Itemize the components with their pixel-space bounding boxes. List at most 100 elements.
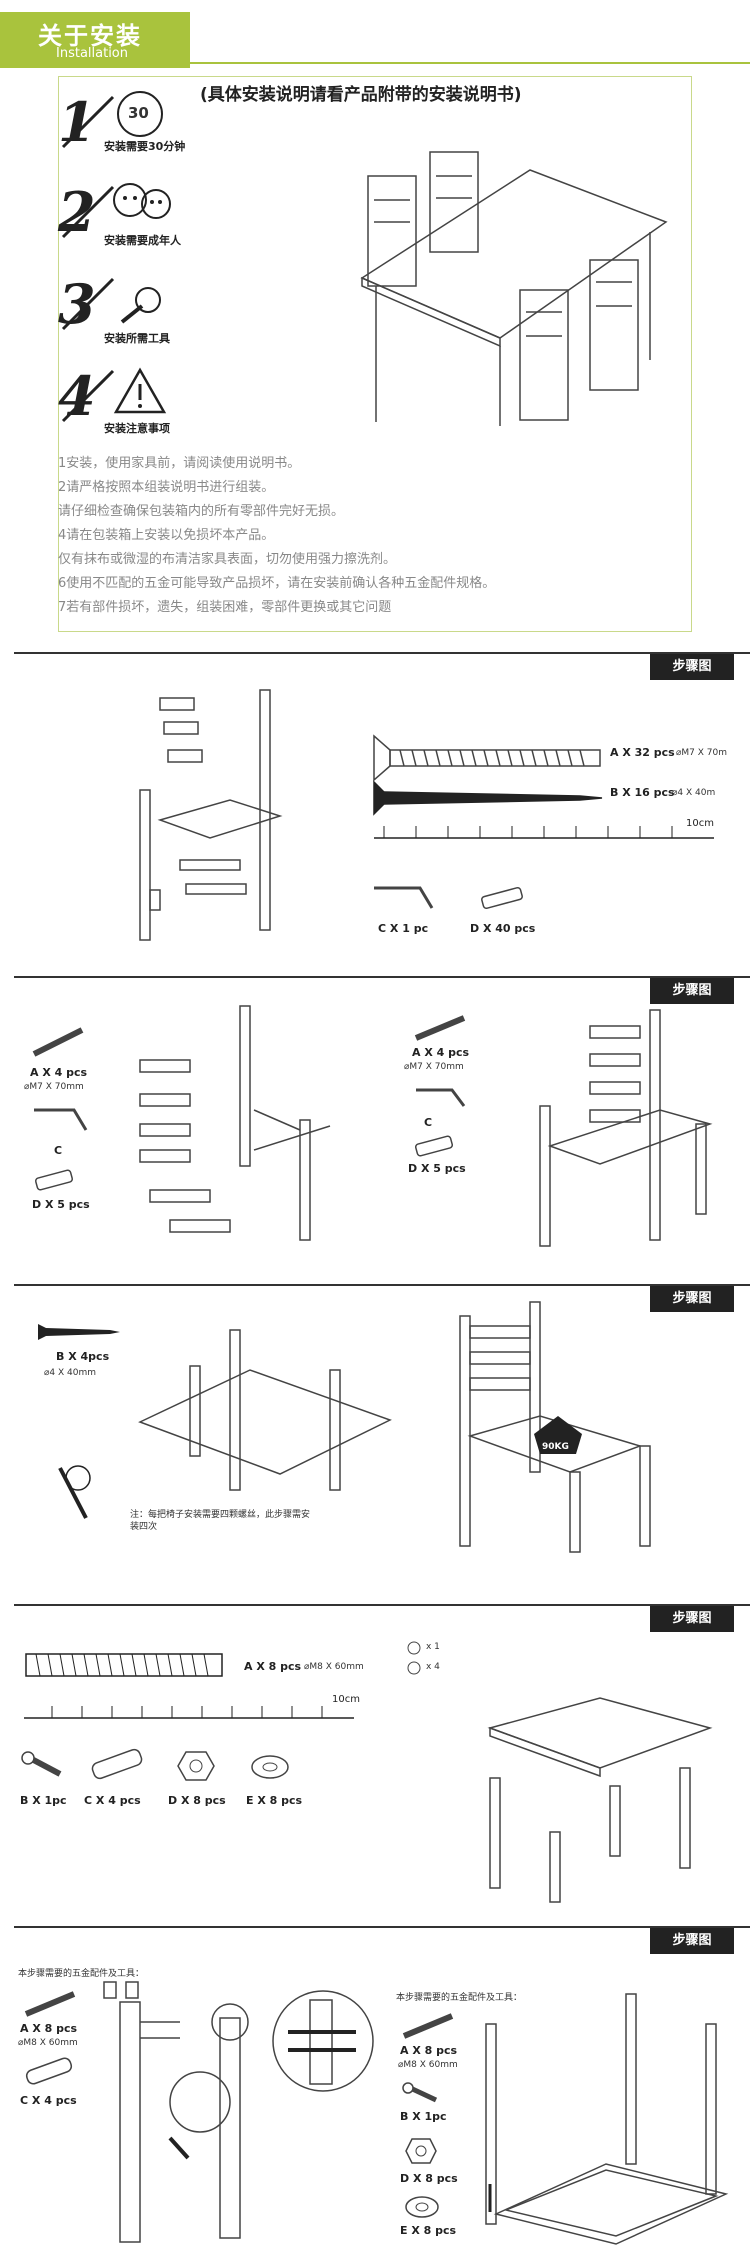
magnified-joint-detail bbox=[272, 1990, 374, 2092]
part-a-spec: ⌀M7 X 70m bbox=[676, 748, 728, 758]
barrel-nut-icon bbox=[91, 1748, 143, 1780]
part-b-qty: B X 16 pcs bbox=[610, 786, 675, 799]
dowel-icon bbox=[34, 1169, 74, 1191]
part-b-spec: ⌀4 X 40mm bbox=[44, 1368, 97, 1378]
table-exploded-diagram bbox=[487, 1697, 713, 1903]
part-a-qty: A X 4 pcs bbox=[30, 1066, 88, 1079]
chair-seat-fix-diagram bbox=[138, 1329, 392, 1491]
intro-title: (具体安装说明请看产品附带的安装说明书) bbox=[200, 85, 522, 105]
screw-b-icon bbox=[38, 1324, 120, 1340]
adults-icon bbox=[113, 183, 171, 219]
screwdriver-icon bbox=[58, 1465, 91, 1519]
part-c-qty: C X 1 pc bbox=[378, 922, 429, 935]
slash-mark-icon bbox=[61, 95, 115, 149]
part-a2-qty: A X 4 pcs bbox=[412, 1046, 470, 1059]
step-note: 本步骤需要的五金配件及工具： bbox=[18, 1969, 145, 1979]
washer-icon bbox=[251, 1755, 289, 1779]
note-line: 6使用不匹配的五金可能导致产品损坏，请在安装前确认各种五金配件规格。 bbox=[58, 576, 496, 591]
part-d-qty: D X 5 pcs bbox=[32, 1198, 90, 1211]
hex-key-icon bbox=[416, 1088, 466, 1107]
washer-icon bbox=[405, 2196, 439, 2218]
note-line: 1安装，使用家具前，请阅读使用说明书。 bbox=[58, 456, 301, 471]
section-rule bbox=[14, 652, 750, 654]
header-tab: 关于安装 Installation bbox=[0, 12, 190, 68]
nut-icon bbox=[405, 2138, 437, 2164]
ruler-drawing bbox=[24, 1706, 354, 1719]
part-d-label: D X 8 pcs bbox=[168, 1794, 226, 1807]
bolt-a-icon bbox=[414, 1015, 466, 1041]
header-title: 关于安装 bbox=[38, 22, 142, 50]
ruler-drawing bbox=[374, 826, 714, 839]
note-line: 4请在包装箱上安装以免损坏本产品。 bbox=[58, 528, 275, 543]
part-d2-qty: D X 5 pcs bbox=[408, 1162, 466, 1175]
part-c2-label: C bbox=[424, 1116, 433, 1129]
assembled-chair-illustration bbox=[459, 1301, 651, 1553]
chair-back-assembly-diagram bbox=[139, 1005, 331, 1241]
steps-tag: 步骤图 bbox=[650, 978, 734, 1004]
note-line: 仅有抹布或微湿的布清洁家具表面，切勿使用强力擦洗剂。 bbox=[58, 552, 397, 567]
barrel-nut-icon bbox=[25, 2057, 73, 2085]
bolt-a-icon bbox=[402, 2013, 454, 2039]
legend-legs-count: x 4 bbox=[426, 1662, 440, 1672]
part-a2-spec: ⌀M7 X 70mm bbox=[404, 1062, 464, 1072]
weight-label: 90KG bbox=[542, 1442, 569, 1452]
part-b2-label: B X 1pc bbox=[400, 2110, 447, 2123]
slash-mark-icon bbox=[61, 277, 115, 331]
part-legend-icons bbox=[407, 1641, 421, 1675]
part-d-qty: D X 40 pcs bbox=[470, 922, 536, 935]
bolt-a-long-drawing bbox=[25, 1653, 223, 1677]
section-rule bbox=[14, 976, 750, 978]
part-d2-label: D X 8 pcs bbox=[400, 2172, 458, 2185]
chair-frame-assembly-diagram bbox=[539, 1009, 713, 1247]
part-e-label: E X 8 pcs bbox=[246, 1794, 303, 1807]
bolt-a-icon bbox=[32, 1027, 84, 1057]
step-caption-3: 安装所需工具 bbox=[104, 332, 170, 345]
tools-icon bbox=[120, 287, 161, 324]
dowel-icon bbox=[481, 886, 523, 910]
part-a-qty: A X 32 pcs bbox=[610, 746, 675, 759]
ruler-unit: 10cm bbox=[332, 1694, 360, 1705]
part-b-qty: B X 4pcs bbox=[56, 1350, 110, 1363]
note-line: 2请严格按照本组装说明书进行组装。 bbox=[58, 480, 275, 495]
part-a-spec: ⌀M8 X 60mm bbox=[18, 2038, 78, 2048]
section-rule bbox=[14, 1926, 750, 1928]
steps-tag: 步骤图 bbox=[650, 654, 734, 680]
spanner-icon bbox=[21, 1751, 62, 1777]
spanner-icon bbox=[402, 2082, 438, 2103]
step-caption-2: 安装需要成年人 bbox=[104, 234, 181, 247]
part-a-qty: A X 8 pcs bbox=[20, 2022, 78, 2035]
note-line: 请仔细检查确保包装箱内的所有零部件完好无损。 bbox=[58, 504, 345, 519]
screw-b-drawing bbox=[373, 780, 603, 816]
hex-key-icon bbox=[374, 886, 434, 909]
step-note: 注：每把椅子安装需要四颗螺丝，此步骤需安装四次 bbox=[130, 1510, 311, 1532]
part-a2-spec: ⌀M8 X 60mm bbox=[398, 2060, 458, 2070]
part-a-spec: ⌀M8 X 60mm bbox=[304, 1662, 364, 1672]
part-b-spec: ⌀4 X 40m bbox=[672, 788, 716, 798]
clock-icon bbox=[117, 91, 163, 137]
steps-tag: 步骤图 bbox=[650, 1928, 734, 1954]
dining-set-illustration bbox=[360, 151, 668, 426]
bolt-a-drawing bbox=[373, 734, 601, 782]
chair-exploded-diagram bbox=[139, 689, 283, 941]
warning-icon bbox=[113, 367, 167, 414]
part-b-label: B X 1pc bbox=[20, 1794, 67, 1807]
section-rule bbox=[14, 1284, 750, 1286]
steps-tag: 步骤图 bbox=[650, 1286, 734, 1312]
hex-key-icon bbox=[34, 1108, 88, 1131]
nut-icon bbox=[177, 1751, 215, 1781]
ruler-unit: 10cm bbox=[686, 818, 714, 829]
part-c-qty: C X 4 pcs bbox=[20, 2094, 77, 2107]
intro-box bbox=[58, 76, 692, 632]
bolt-a-icon bbox=[24, 1991, 76, 2017]
section-rule bbox=[14, 1604, 750, 1606]
table-flipped-assembly-diagram bbox=[485, 1993, 729, 2245]
part-a-spec: ⌀M7 X 70mm bbox=[24, 1082, 84, 1092]
step-note: 本步骤需要的五金配件及工具： bbox=[396, 1993, 523, 2003]
part-e2-label: E X 8 pcs bbox=[400, 2224, 457, 2237]
note-line: 7若有部件损坏，遗失，组装困难，零部件更换或其它问题 bbox=[58, 600, 392, 615]
leg-bolt-detail-diagram bbox=[103, 1981, 249, 2243]
step-caption-1: 安装需要30分钟 bbox=[104, 140, 186, 153]
legend-top-count: x 1 bbox=[426, 1642, 440, 1652]
steps-tag: 步骤图 bbox=[650, 1606, 734, 1632]
part-c-label: C X 4 pcs bbox=[84, 1794, 141, 1807]
